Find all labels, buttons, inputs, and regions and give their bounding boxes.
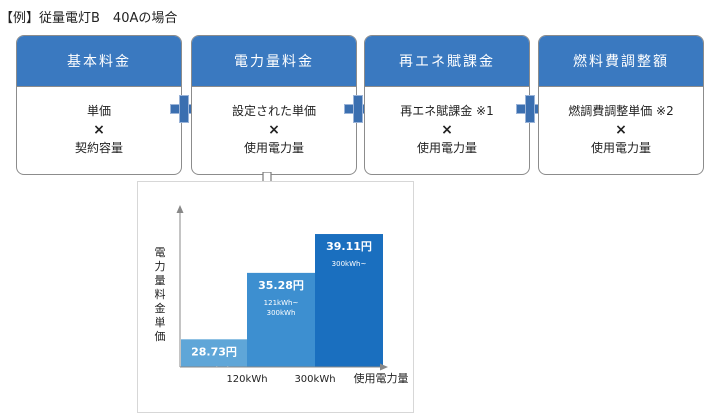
multiply-sign: ×	[93, 122, 105, 138]
chart-range-label: 121kWh~	[264, 299, 299, 307]
renewable-levy-line2: 使用電力量	[416, 141, 477, 155]
fuel-adjust-line2: 使用電力量	[590, 141, 651, 155]
renewable-levy-title: 再エネ賦課金	[365, 36, 529, 87]
plus-icon	[344, 95, 372, 123]
chart-x-axis-arrow	[380, 363, 388, 371]
chart-y-axis-label-char: 量	[154, 274, 166, 287]
chart-range-label: ~120kWh	[197, 365, 232, 373]
energy-charge-box: 電力量料金 設定された単価 × 使用電力量	[191, 35, 357, 175]
chart-y-axis-label: 電力量料金単価	[153, 246, 167, 344]
chart-x-tick-label: 120kWh	[226, 374, 267, 385]
basic-charge-title: 基本料金	[17, 36, 181, 87]
chart-y-axis-label-char: 価	[154, 330, 166, 343]
chart-bar	[247, 272, 315, 367]
fuel-adjust-title: 燃料費調整額	[539, 36, 703, 87]
chart-range-label: 300kWh~	[332, 260, 367, 268]
chart-x-axis-label: 使用電力量	[354, 372, 409, 385]
chart-value-label: 39.11円	[326, 240, 372, 253]
fuel-adjust-box: 燃料費調整額 燃調費調整単価 ※2 × 使用電力量	[538, 35, 704, 175]
chart-y-axis-label-char: 単	[154, 316, 166, 329]
chart-y-axis-arrow	[176, 205, 184, 213]
chart-bar	[315, 234, 383, 367]
multiply-sign: ×	[441, 122, 453, 138]
chart-y-axis-label-char: 料	[154, 288, 166, 301]
chart-value-label: 28.73円	[191, 345, 237, 358]
multiply-sign: ×	[268, 122, 280, 138]
renewable-levy-line1: 再エネ賦課金 ※1	[400, 104, 494, 118]
fuel-adjust-line1: 燃調費調整単価 ※2	[568, 104, 674, 118]
basic-charge-line2: 契約容量	[74, 141, 123, 155]
chart-y-axis-label-char: 電	[154, 246, 166, 259]
chart-y-axis-label-char: 力	[154, 260, 166, 273]
page-heading: 【例】従量電灯B 40Aの場合	[0, 11, 178, 26]
chart-x-tick-label: 300kWh	[294, 374, 335, 385]
chart-y-axis-label-char: 金	[154, 302, 166, 315]
chart-value-label: 35.28円	[258, 279, 304, 292]
energy-charge-line2: 使用電力量	[243, 141, 304, 155]
multiply-sign: ×	[615, 122, 627, 138]
energy-charge-title: 電力量料金	[192, 36, 356, 87]
chart-range-label: 300kWh	[267, 309, 296, 317]
basic-charge-line1: 単価	[86, 104, 111, 118]
energy-charge-line1: 設定された単価	[231, 104, 316, 118]
chart-bar	[181, 339, 247, 367]
